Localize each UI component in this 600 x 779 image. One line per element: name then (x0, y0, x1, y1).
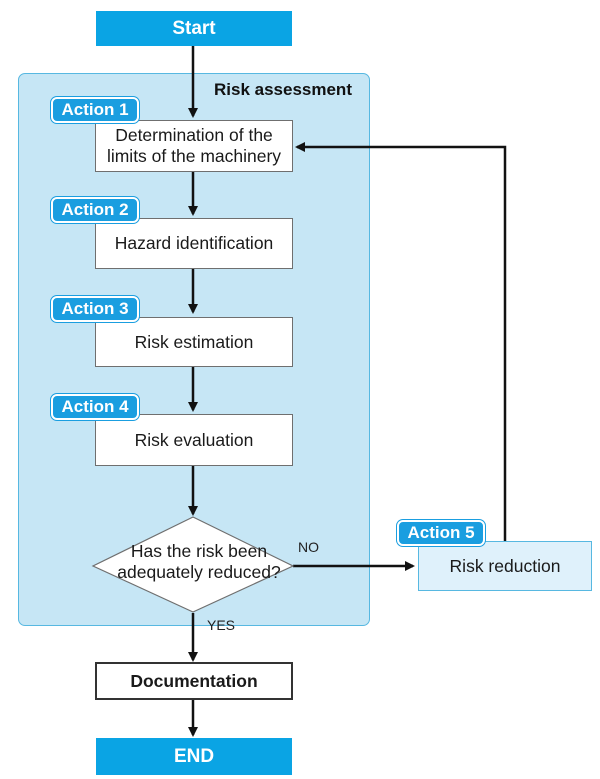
documentation-label: Documentation (130, 670, 258, 691)
group-title: Risk assessment (214, 80, 352, 99)
action2-label: Hazard identification (114, 233, 274, 253)
action3-label: Risk estimation (134, 331, 254, 352)
action4-label: Risk evaluation (134, 429, 254, 450)
action1-box: Determination of the limits of the machi… (95, 120, 293, 172)
decision-diamond (91, 516, 295, 613)
start-terminal: Start (96, 11, 292, 46)
end-terminal: END (96, 738, 292, 775)
action3-badge: Action 3 (51, 296, 139, 322)
action4-box: Risk evaluation (95, 414, 293, 466)
yes-label: YES (207, 617, 236, 633)
action2-box: Hazard identification (95, 218, 293, 269)
decision-question: Has the risk been adequately reduced? (117, 541, 281, 582)
action1-label: Determination of the limits of the machi… (106, 125, 282, 166)
action1-badge: Action 1 (51, 97, 139, 123)
action2-badge: Action 2 (51, 197, 139, 223)
no-label: NO (298, 539, 319, 555)
action5-label: Risk reduction (449, 555, 561, 576)
action3-box: Risk estimation (95, 317, 293, 367)
action5-box: Risk reduction (418, 541, 592, 591)
arrow-reduction-loop-to-action1 (295, 142, 507, 541)
action4-badge: Action 4 (51, 394, 139, 420)
documentation-box: Documentation (95, 662, 293, 700)
action5-badge: Action 5 (397, 520, 485, 546)
